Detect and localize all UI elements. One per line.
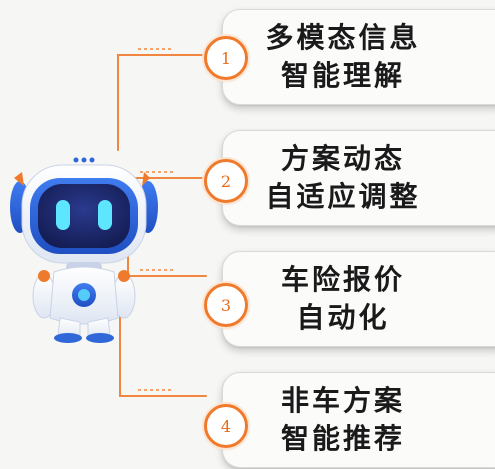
- number-badge-1: 1: [204, 36, 248, 80]
- feature-card-4-line1: 非车方案: [280, 384, 405, 417]
- feature-card-3-line1: 车险报价: [280, 263, 405, 296]
- feature-card-3-line2: 自动化: [296, 301, 390, 334]
- feature-card-4: 非车方案 智能推荐: [222, 372, 495, 468]
- feature-card-2-line2: 自适应调整: [265, 180, 421, 213]
- number-badge-2: 2: [204, 159, 248, 203]
- feature-card-1-line2: 智能理解: [280, 59, 405, 92]
- feature-card-2: 方案动态 自适应调整: [222, 130, 495, 226]
- feature-card-1-line1: 多模态信息: [265, 21, 421, 54]
- number-badge-4: 4: [204, 404, 248, 448]
- feature-card-1: 多模态信息 智能理解: [222, 9, 495, 105]
- feature-card-3: 车险报价 自动化: [222, 251, 495, 347]
- number-badge-3: 3: [204, 283, 248, 327]
- feature-card-4-line2: 智能推荐: [280, 422, 405, 455]
- feature-card-2-line1: 方案动态: [280, 142, 405, 175]
